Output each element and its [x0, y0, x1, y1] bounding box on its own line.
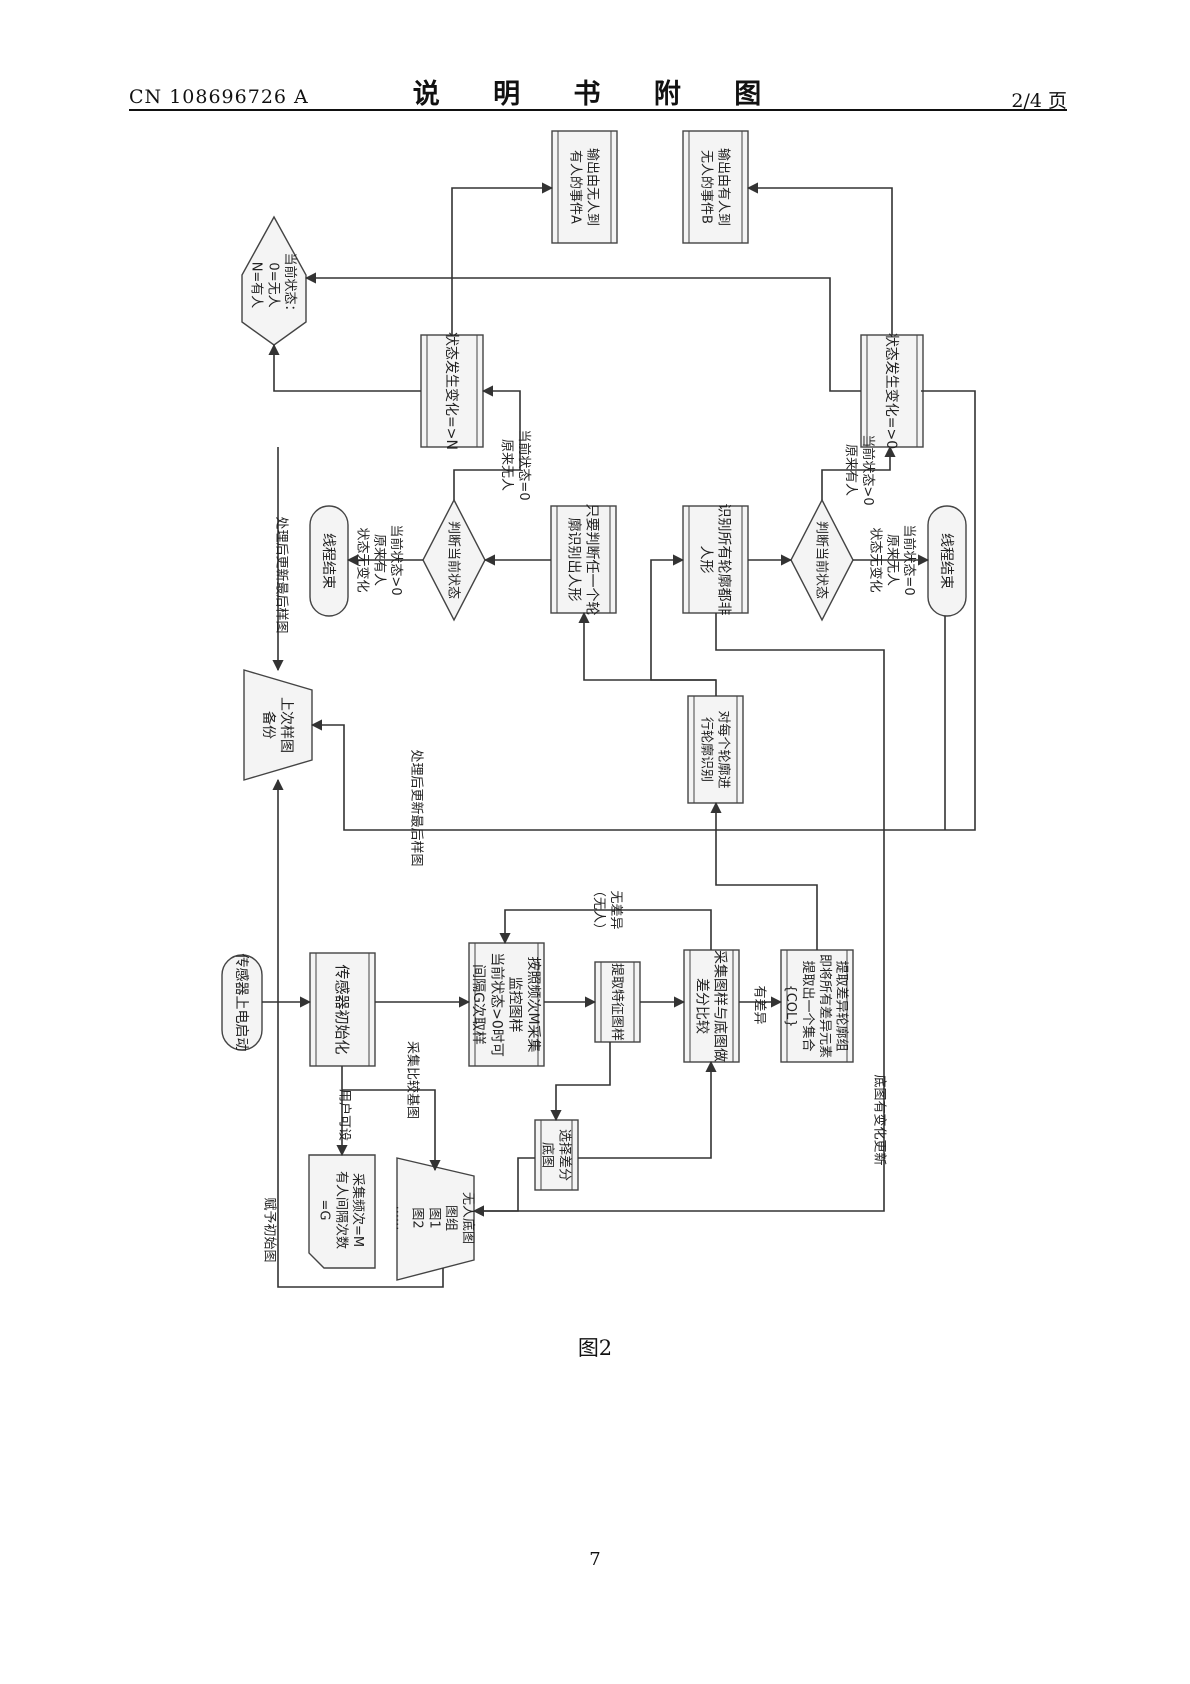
node-extract-feat: 提取特征图样 [594, 961, 641, 1043]
node-text-cur-state: 当前状态：0=无人N=有人 [248, 252, 298, 317]
edge-extract-selectdiff [550, 1042, 611, 1122]
node-text-extract-contour: 提取差异轮廓组即将所有差异元素提取出一个集合{COL} [783, 954, 850, 1058]
node-text-init: 传感器初始化 [333, 964, 351, 1054]
edge-change0-eventB [746, 182, 893, 335]
edge-init-nobodybg [342, 1089, 441, 1172]
node-select-diff: 选择差分底图 [534, 1119, 579, 1191]
page-of-total: 2/4 页 [1011, 90, 1067, 112]
edge-judge1-changeN [453, 385, 521, 500]
node-judge1: 判断当前状态 [422, 498, 486, 622]
node-all-nonhuman: 识别所有轮廓都非人形 [682, 504, 749, 616]
edge-selectdiff-compare [578, 1060, 717, 1159]
node-text-nobody-bg: 无人底图图组图1图2...... [393, 1192, 477, 1244]
node-sample: 按照频次M采集监控图样当前状态>0时可间隔G次取样 [468, 942, 545, 1067]
node-text-any-human: 只要判断任一个轮廓识别出人形 [565, 504, 599, 616]
node-last-backup: 上次样图备份 [243, 669, 313, 781]
edge-changeN-curstate [268, 343, 421, 392]
edge-contour-each [710, 801, 818, 950]
node-text-compare: 采集图样与底图做差分比较 [693, 950, 728, 1062]
label-collect-compare: 采集比较基图 [404, 1041, 420, 1119]
node-text-select-diff: 选择差分底图 [539, 1129, 571, 1181]
edge-each-anyhuman [578, 611, 717, 696]
node-change-to-n: 状态发生变化=>N [420, 332, 484, 450]
label-bg-update: 底图有变化更新 [871, 1074, 887, 1165]
node-text-last-backup: 上次样图备份 [260, 697, 294, 753]
label-cond-eq0-was-empty-nochange: 当前状态=0原来无人状态无变化 [867, 524, 917, 595]
label-update-last-top: 处理后更新最后样图 [273, 516, 289, 633]
node-collect-freq: 采集频次=M有人间隔次数=G [308, 1154, 376, 1269]
edge-judge2-change0 [821, 445, 896, 500]
label-cond-gt0-had-person: 当前状态>0原来有人 [843, 434, 876, 505]
node-text-event-b: 输出由有人到无人的事件B [698, 148, 731, 226]
node-text-event-a: 输出由无人到有人的事件A [567, 148, 600, 226]
node-nobody-bg: 无人底图图组图1图2...... [393, 1157, 477, 1281]
node-extract-contour: 提取差异轮廓组即将所有差异元素提取出一个集合{COL} [780, 949, 854, 1063]
publication-number: CN 108696726 A [129, 86, 309, 108]
figure-caption: 图2 [577, 1336, 613, 1360]
node-text-judge2: 判断当前状态 [813, 521, 829, 599]
node-event-b: 输出由有人到无人的事件B [682, 130, 749, 244]
node-each-contour: 对每个轮廓进行轮廓识别 [687, 695, 744, 804]
node-text-all-nonhuman: 识别所有轮廓都非人形 [697, 504, 732, 616]
node-text-extract-feat: 提取特征图样 [609, 963, 625, 1041]
node-text-judge1: 判断当前状态 [445, 521, 461, 599]
node-text-start: 传感器上电启动 [233, 954, 250, 1052]
node-change-to-0: 状态发生变化=>0 [860, 333, 924, 449]
node-compare: 采集图样与底图做差分比较 [683, 949, 740, 1063]
node-thread-end1: 线程结束 [309, 505, 349, 617]
node-any-human: 只要判断任一个轮廓识别出人形 [550, 504, 617, 616]
flowchart-shapes: 传感器上电启动传感器初始化按照频次M采集监控图样当前状态>0时可间隔G次取样提取… [221, 130, 967, 1281]
label-cond-eq0-was-empty: 当前状态=0原来无人 [499, 429, 532, 500]
edge-selectdiff-bg [472, 1157, 535, 1217]
node-text-change-to-n: 状态发生变化=>N [443, 332, 459, 450]
label-assign-initial: 赋予初始图 [261, 1197, 276, 1262]
edge-assign-initial [277, 1195, 444, 1288]
edge-update-last-bottom [310, 390, 976, 831]
page-header: CN 108696726 A 说 明 书 附 图 2/4 页 [129, 72, 1067, 112]
node-start: 传感器上电启动 [221, 954, 263, 1052]
node-cur-state: 当前状态：0=无人N=有人 [241, 215, 307, 346]
flowchart-edges [262, 182, 976, 1288]
edge-change0-curstate [304, 272, 861, 392]
node-event-a: 输出由无人到有人的事件A [551, 130, 618, 244]
node-text-each-contour: 对每个轮廓进行轮廓识别 [698, 710, 731, 788]
label-update-last-bottom: 处理后更新最后样图 [408, 749, 424, 866]
page-number: 7 [589, 1549, 601, 1570]
node-thread-end2: 线程结束 [927, 505, 967, 617]
edge-nodiff-sample [499, 909, 712, 950]
label-has-diff: 有差异 [751, 985, 766, 1024]
label-user-config: 用户可设 [336, 1089, 352, 1141]
header-rule [129, 109, 1067, 111]
page-title: 说 明 书 附 图 [412, 79, 784, 110]
edge-bg-update [472, 613, 885, 1217]
node-text-collect-freq: 采集频次=M有人间隔次数=G [316, 1171, 366, 1249]
node-text-sample: 按照频次M采集监控图样当前状态>0时可间隔G次取样 [470, 952, 542, 1057]
node-init: 传感器初始化 [309, 952, 376, 1067]
edge-each-allnonhuman [650, 554, 716, 681]
label-cond-gt0-had-person-nochange: 当前状态>0原来有人状态无变化 [354, 524, 404, 595]
label-no-diff: 无差异（无人） [591, 884, 623, 936]
edge-changeN-eventA [451, 182, 554, 335]
node-text-thread-end2: 线程结束 [938, 533, 954, 589]
node-judge2: 判断当前状态 [790, 498, 854, 622]
node-text-change-to-0: 状态发生变化=>0 [883, 333, 899, 449]
node-text-thread-end1: 线程结束 [320, 533, 336, 589]
